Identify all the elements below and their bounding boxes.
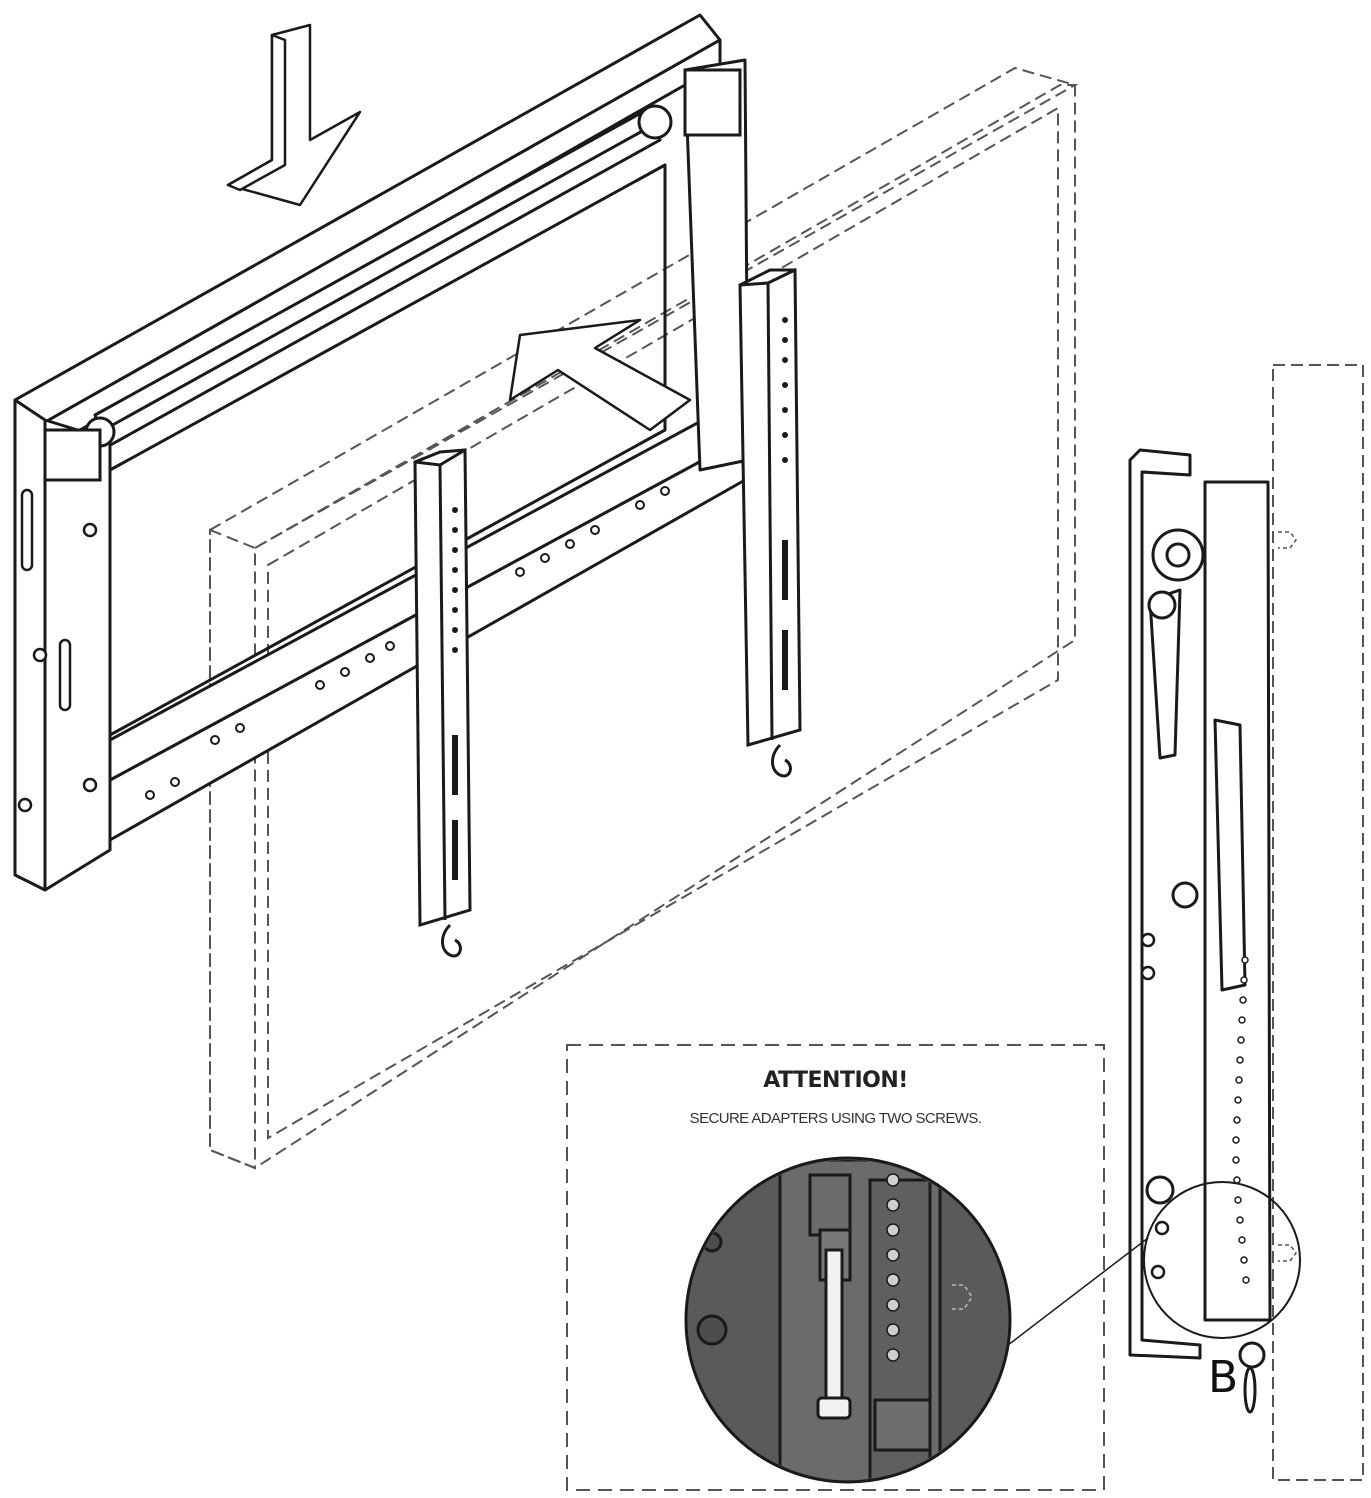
rail-holes — [145, 486, 670, 800]
adapter-bracket-right-ring — [771, 743, 792, 778]
detail-callout-label: B — [1208, 1352, 1239, 1403]
adapter-bracket-right — [738, 268, 802, 747]
side-view-holes — [1140, 932, 1170, 1280]
wall-plate-frame — [13, 13, 750, 892]
side-view-wall — [1272, 364, 1364, 1481]
detail-magnified-view — [684, 1156, 1012, 1484]
side-view-bracket — [1128, 448, 1272, 1360]
roller-end-caps — [43, 68, 742, 482]
attention-title: ATTENTION! — [763, 1068, 908, 1093]
adapter-bracket-left — [413, 448, 472, 928]
attention-panel — [566, 1044, 1105, 1491]
detail-leader-line — [994, 1237, 1149, 1356]
down-arrow-icon — [226, 23, 362, 207]
side-view-ring — [1238, 1341, 1266, 1414]
side-view-roller — [1145, 528, 1205, 1205]
side-view-chain — [1232, 956, 1250, 1284]
adapter-bracket-right-holes — [782, 317, 788, 690]
side-view-screw-indicators — [1278, 531, 1297, 1262]
detail-callout-circle — [1143, 1181, 1301, 1339]
left-post-slots — [17, 488, 98, 813]
adapter-bracket-left-holes — [452, 507, 458, 880]
attention-instruction: SECURE ADAPTERS USING TWO SCREWS. — [689, 1110, 982, 1127]
up-arrow-icon — [508, 318, 692, 432]
adapter-bracket-left-ring — [441, 923, 462, 958]
